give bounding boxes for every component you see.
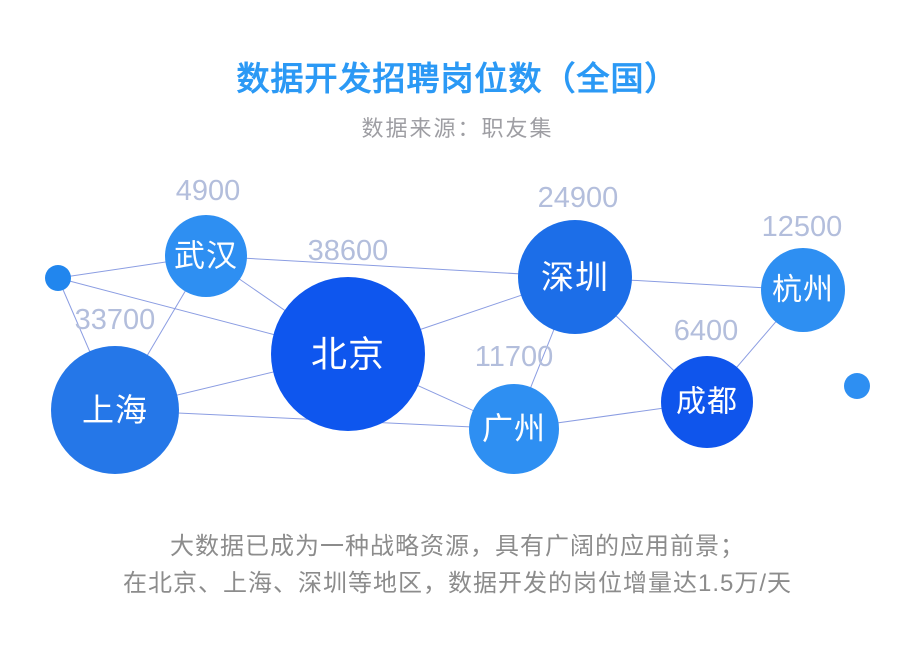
bubble-label-shanghai: 上海 [82,392,148,428]
value-label-wuhan: 4900 [176,175,241,207]
bubble-beijing [271,277,425,431]
anchor-dot-right [844,373,870,399]
bubble-hangzhou [761,248,845,332]
bubble-chengdu [661,356,753,448]
bubble-wuhan [165,215,247,297]
bubble-label-hangzhou: 杭州 [772,274,834,307]
bubble-guangzhou [469,384,559,474]
value-label-hangzhou: 12500 [762,211,843,243]
bubble-label-chengdu: 成都 [676,386,738,419]
bubble-label-beijing: 北京 [311,334,385,375]
bubble-label-shenzhen: 深圳 [541,259,609,296]
bubble-label-wuhan: 武汉 [174,239,238,274]
caption-line-2: 在北京、上海、深圳等地区，数据开发的岗位增量达1.5万/天 [122,570,793,597]
chart-caption: 大数据已成为一种战略资源，具有广阔的应用前景； 在北京、上海、深圳等地区，数据开… [0,528,915,602]
value-label-chengdu: 6400 [674,315,739,347]
page-subtitle: 数据来源：职友集 [361,116,554,141]
value-label-beijing: 38600 [308,235,389,267]
value-label-guangzhou: 11700 [475,341,554,373]
bubble-shanghai [51,346,179,474]
edge-wuhan-shenzhen [205,255,576,278]
caption-line-1: 大数据已成为一种战略资源，具有广阔的应用前景； [170,533,745,560]
anchor-dot-left [45,265,71,291]
value-label-shenzhen: 24900 [538,182,619,214]
bubble-label-guangzhou: 广州 [482,412,546,447]
value-label-shanghai: 33700 [75,304,156,336]
page-title: 数据开发招聘岗位数（全国） [236,60,679,97]
bubble-shenzhen [518,220,632,334]
